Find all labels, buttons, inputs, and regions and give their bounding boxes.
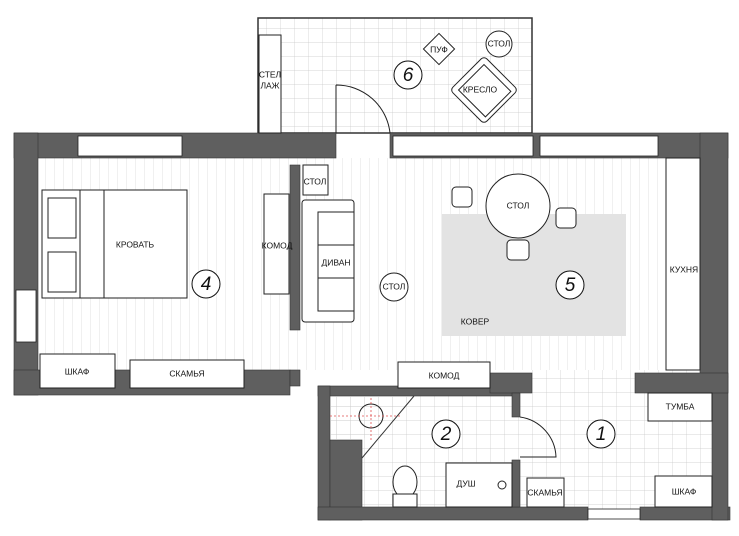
dining-chairs [451, 186, 577, 261]
svg-text:ДИВАН: ДИВАН [321, 257, 350, 267]
svg-text:5: 5 [565, 275, 576, 296]
svg-text:1: 1 [596, 424, 607, 445]
sofa [301, 199, 355, 323]
armchair [451, 57, 517, 123]
svg-text:ПУФ: ПУФ [430, 44, 448, 54]
nightstand [647, 392, 713, 422]
room-number-4: 4 [191, 269, 221, 299]
bedroom-dresser [263, 193, 290, 295]
shelf [258, 34, 282, 134]
svg-text:СТОЛ: СТОЛ [383, 281, 406, 291]
svg-text:КРОВАТЬ: КРОВАТЬ [116, 239, 155, 249]
room-number-5: 5 [555, 270, 585, 300]
svg-text:ШКАФ: ШКАФ [672, 486, 697, 496]
svg-text:СТОЛ: СТОЛ [507, 200, 530, 210]
kitchen [665, 157, 701, 371]
bedroom-bench [129, 359, 245, 389]
svg-text:КУХНЯ: КУХНЯ [670, 264, 698, 274]
bedroom-wardrobe [39, 353, 116, 389]
bathroom-door[interactable] [519, 416, 557, 458]
balcony-table [485, 30, 513, 58]
hall-bench [526, 477, 565, 508]
walls [13, 132, 731, 521]
svg-text:СТОЛ: СТОЛ [488, 38, 511, 48]
svg-text:4: 4 [201, 274, 212, 295]
svg-text:СТЕЛ: СТЕЛ [259, 69, 281, 79]
side-table [302, 164, 329, 196]
hall-wardrobe [654, 475, 713, 508]
svg-text:СКАМЬЯ: СКАМЬЯ [169, 368, 204, 378]
room-number-1: 1 [586, 419, 616, 449]
svg-text:СКАМЬЯ: СКАМЬЯ [527, 487, 562, 497]
svg-text:ТУМБА: ТУМБА [666, 401, 695, 411]
pouf [422, 32, 456, 66]
room-number-6: 6 [393, 60, 423, 90]
svg-text:ДУШ: ДУШ [456, 478, 475, 488]
svg-text:ЛАЖ: ЛАЖ [260, 80, 279, 90]
windows [15, 135, 659, 520]
svg-text:КОМОД: КОМОД [429, 370, 460, 380]
shower-drain-icon [497, 480, 507, 490]
svg-text:КРЕСЛО: КРЕСЛО [463, 84, 498, 94]
svg-text:СТОЛ: СТОЛ [304, 176, 327, 186]
living-dresser [397, 361, 491, 389]
balcony-door[interactable] [335, 84, 391, 134]
svg-text:ШКАФ: ШКАФ [65, 366, 90, 376]
coffee-table [379, 272, 409, 302]
bed [41, 189, 188, 299]
rug [442, 214, 626, 336]
dining-table [485, 173, 551, 239]
shower [445, 462, 513, 508]
corner-sink-edge [361, 395, 415, 459]
svg-text:КОМОД: КОМОД [262, 240, 293, 250]
svg-text:КОВЕР: КОВЕР [461, 316, 490, 326]
svg-text:6: 6 [403, 65, 414, 86]
toilet [392, 465, 418, 499]
room-number-2: 2 [431, 419, 461, 449]
svg-text:2: 2 [440, 424, 452, 445]
